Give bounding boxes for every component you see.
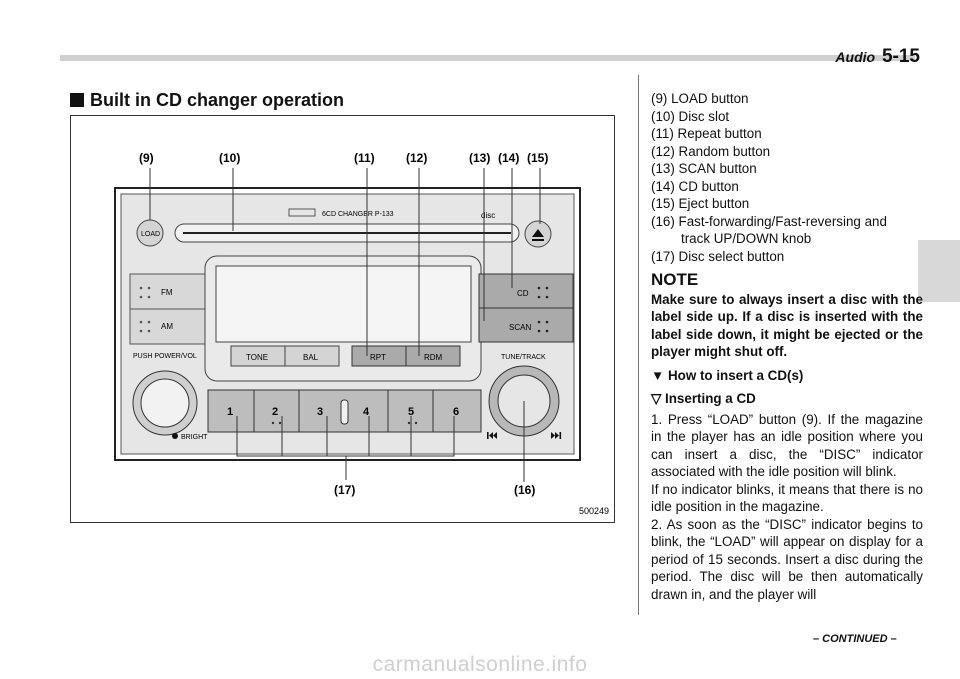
load-label: LOAD	[141, 231, 160, 238]
fm-indicator-dot	[139, 286, 143, 290]
preset-2-indicator-dot	[278, 421, 282, 425]
header-rule	[60, 55, 915, 61]
legend-item: (15) Eject button	[651, 196, 750, 211]
bal-label: BAL	[303, 353, 319, 362]
subsubheading: ▽ Inserting a CD	[651, 391, 756, 406]
watermark: carmanualsonline.info	[372, 653, 588, 676]
callout-13: (13)	[469, 151, 490, 165]
legend-item: (13) SCAN button	[651, 161, 757, 176]
track-back-icon	[487, 432, 497, 439]
rdm-label: RDM	[424, 353, 443, 362]
cd-logo	[288, 208, 316, 217]
tone-label: TONE	[246, 353, 268, 362]
am-indicator-dot	[139, 320, 143, 324]
callout-14: (14)	[498, 151, 519, 165]
cd-changer-diagram: (9) (10) (11) (12) (13) (14) (15) (17) (…	[114, 151, 609, 516]
legend-item: (10) Disc slot	[651, 108, 730, 124]
bright-label: BRIGHT	[181, 434, 208, 441]
section-heading: Built in CD changer operation	[70, 90, 344, 111]
cd-indicator-dot	[537, 295, 541, 299]
legend-item: (12) Random button	[651, 143, 771, 159]
eject-icon	[532, 229, 544, 237]
preset-5: 5	[408, 406, 414, 418]
paragraph: 2. As soon as the “DISC” indicator begin…	[651, 516, 923, 602]
callout-12: (12)	[406, 151, 427, 165]
push-power-vol-label: PUSH POWER/VOL	[133, 353, 197, 360]
fm-indicator-dot	[139, 295, 143, 299]
tune-track-label: TUNE/TRACK	[501, 354, 546, 361]
fm-indicator-dot	[147, 286, 151, 290]
legend-item: (9) LOAD button	[651, 91, 749, 106]
changer-label: 6CD CHANGER P-133	[322, 211, 394, 218]
column-divider	[638, 75, 639, 615]
subheading: ▼ How to insert a CD(s)	[651, 367, 804, 383]
legend-item: (16) Fast-forwarding/Fast-reversing and	[651, 213, 887, 229]
preset-2: 2	[272, 406, 278, 418]
scan-label: SCAN	[509, 323, 531, 332]
header-section: Audio	[835, 49, 876, 65]
scan-indicator-dot	[537, 320, 541, 324]
legend-item: (11) Repeat button	[651, 126, 762, 141]
rpt-label: RPT	[370, 353, 386, 362]
preset-1: 1	[227, 406, 233, 418]
paragraph: 1. Press “LOAD” button (9). If the magaz…	[651, 411, 923, 480]
scan-indicator-dot	[545, 320, 549, 324]
preset-5-indicator-dot	[414, 421, 418, 425]
am-indicator-dot	[147, 329, 151, 333]
preset-3: 3	[317, 406, 323, 418]
callout-11: (11)	[354, 151, 375, 165]
figure-id: 500249	[579, 506, 609, 516]
callout-15: (15)	[527, 151, 548, 165]
continued-marker: – CONTINUED –	[813, 633, 897, 645]
preset-center-divider	[340, 399, 349, 425]
preset-6: 6	[453, 406, 459, 418]
preset-2-indicator-dot	[271, 421, 275, 425]
track-forward-icon	[551, 432, 562, 439]
preset-5-indicator-dot	[407, 421, 411, 425]
fm-indicator-dot	[147, 295, 151, 299]
leader-bracket-17	[236, 416, 455, 457]
note-body: Make sure to always insert a disc with t…	[651, 291, 923, 360]
scan-indicator-dot	[537, 329, 541, 333]
am-indicator-dot	[147, 320, 151, 324]
eject-icon-bar	[532, 239, 544, 241]
cd-label: CD	[517, 289, 529, 298]
display-screen	[215, 265, 472, 343]
scan-indicator-dot	[545, 329, 549, 333]
fm-label: FM	[161, 288, 173, 297]
page-header: Audio 5-15	[835, 46, 920, 68]
paragraph: If no indicator blinks, it means that th…	[651, 481, 923, 515]
legend-item-continuation: track UP/DOWN knob	[681, 231, 812, 246]
legend-item: (17) Disc select button	[651, 248, 785, 264]
cd-indicator-dot	[537, 286, 541, 290]
volume-knob	[140, 378, 190, 428]
chapter-tab	[918, 240, 960, 302]
cd-indicator-dot	[545, 295, 549, 299]
callout-10: (10)	[219, 151, 240, 165]
disc-label: disc	[481, 211, 495, 220]
legend-item: (14) CD button	[651, 178, 739, 194]
bright-dot-icon	[172, 433, 178, 439]
callout-9: (9)	[139, 151, 154, 165]
am-indicator-dot	[139, 329, 143, 333]
heading-square-icon	[70, 93, 84, 107]
section-heading-text: Built in CD changer operation	[90, 90, 345, 110]
cd-changer-figure: (9) (10) (11) (12) (13) (14) (15) (17) (…	[70, 115, 615, 523]
preset-4: 4	[363, 406, 370, 418]
cd-indicator-dot	[545, 286, 549, 290]
note-title: NOTE	[651, 270, 699, 289]
header-page-number: 5-15	[881, 46, 920, 67]
right-column: (9) LOAD button (10) Disc slot (11) Repe…	[651, 90, 923, 603]
am-label: AM	[161, 322, 173, 331]
callout-16: (16)	[514, 483, 535, 497]
callout-17: (17)	[334, 483, 355, 497]
